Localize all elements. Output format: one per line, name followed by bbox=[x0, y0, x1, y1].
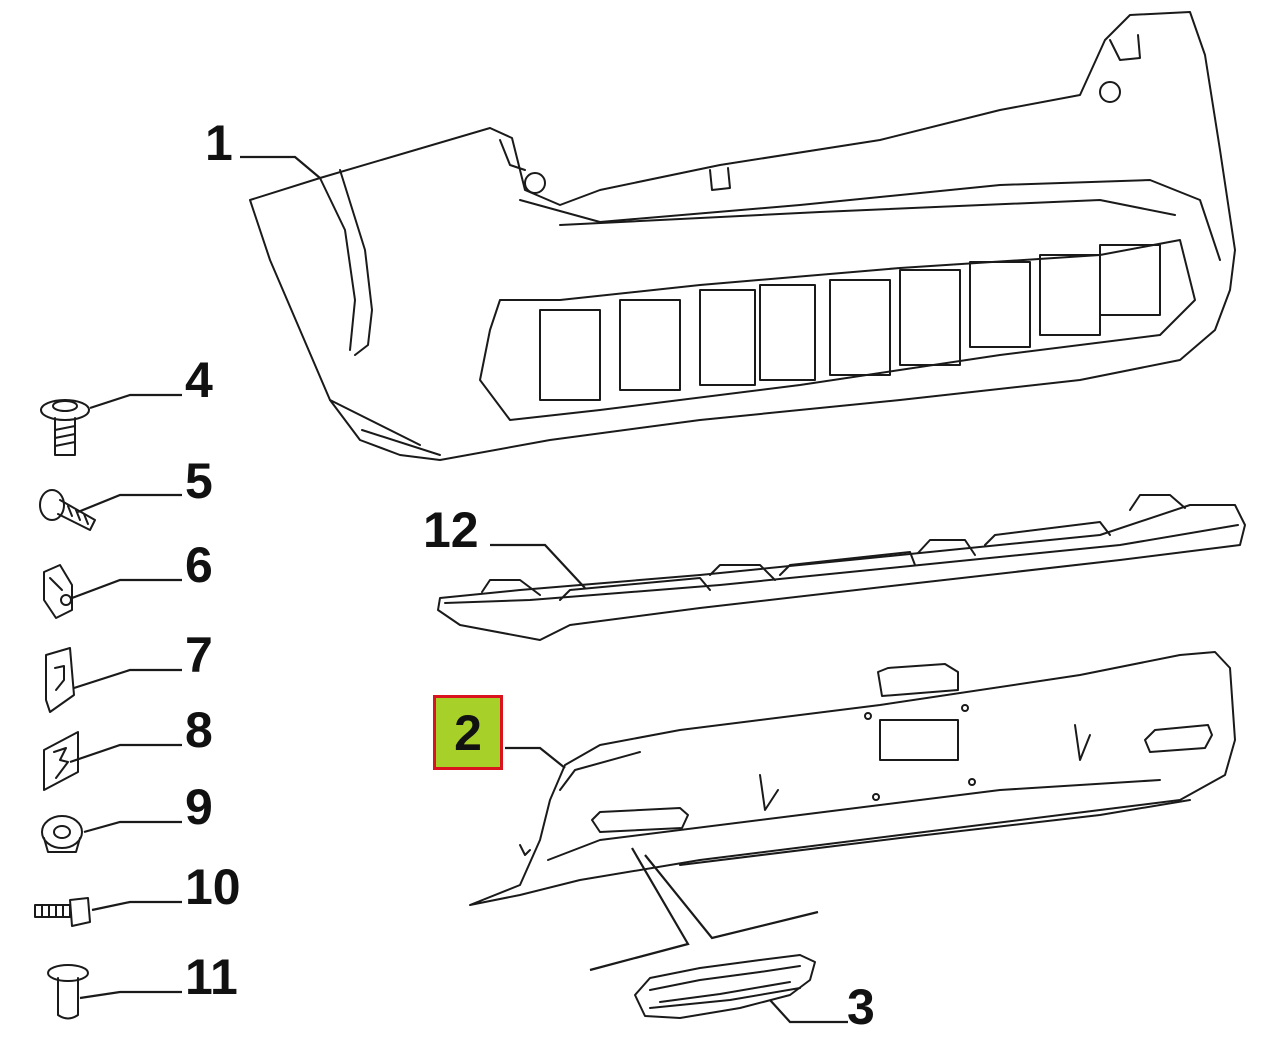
spring-nut-clip bbox=[43, 564, 73, 619]
leader-line-8 bbox=[69, 743, 182, 764]
leader-line-6 bbox=[71, 578, 182, 600]
callout-label-3: 3 bbox=[847, 979, 875, 1035]
leader-line-11 bbox=[79, 990, 182, 1000]
callout-label-1: 1 bbox=[205, 115, 233, 171]
rear-bumper-cover bbox=[249, 11, 1236, 461]
callout-label-7: 7 bbox=[185, 627, 213, 683]
callout-label-9: 9 bbox=[185, 779, 213, 835]
lower-bumper-panel bbox=[469, 651, 1236, 906]
highlight-box-part-2: 2 bbox=[433, 695, 503, 770]
callout-label-6: 6 bbox=[185, 537, 213, 593]
leader-line-12 bbox=[490, 543, 586, 589]
detail-leader-reflector-b bbox=[644, 854, 819, 940]
callout-label-2: 2 bbox=[454, 705, 482, 761]
leader-line-3 bbox=[769, 999, 848, 1024]
bumper-skid-trim bbox=[437, 494, 1246, 641]
callout-label-4: 4 bbox=[185, 352, 213, 408]
screw-with-nut bbox=[34, 897, 91, 927]
push-rivet bbox=[47, 964, 89, 1020]
bracket-clip bbox=[43, 731, 79, 791]
grommet bbox=[41, 815, 83, 853]
callout-label-5: 5 bbox=[185, 453, 213, 509]
shouldered-bolt bbox=[40, 399, 90, 456]
self-tapping-screw bbox=[39, 489, 96, 531]
callout-label-10: 10 bbox=[185, 859, 241, 915]
detail-leader-reflector bbox=[589, 847, 690, 972]
leader-line-9 bbox=[83, 820, 182, 834]
reflector bbox=[634, 954, 816, 1019]
leader-line-7 bbox=[73, 668, 182, 690]
leader-line-2 bbox=[505, 746, 566, 769]
leader-line-4 bbox=[89, 393, 182, 410]
retaining-clip bbox=[45, 647, 75, 713]
leader-line-10 bbox=[91, 900, 182, 912]
callout-label-12: 12 bbox=[423, 502, 479, 558]
leader-line-1 bbox=[240, 155, 321, 179]
callout-label-8: 8 bbox=[185, 702, 213, 758]
leader-line-5 bbox=[77, 493, 182, 514]
callout-label-11: 11 bbox=[185, 949, 238, 1005]
